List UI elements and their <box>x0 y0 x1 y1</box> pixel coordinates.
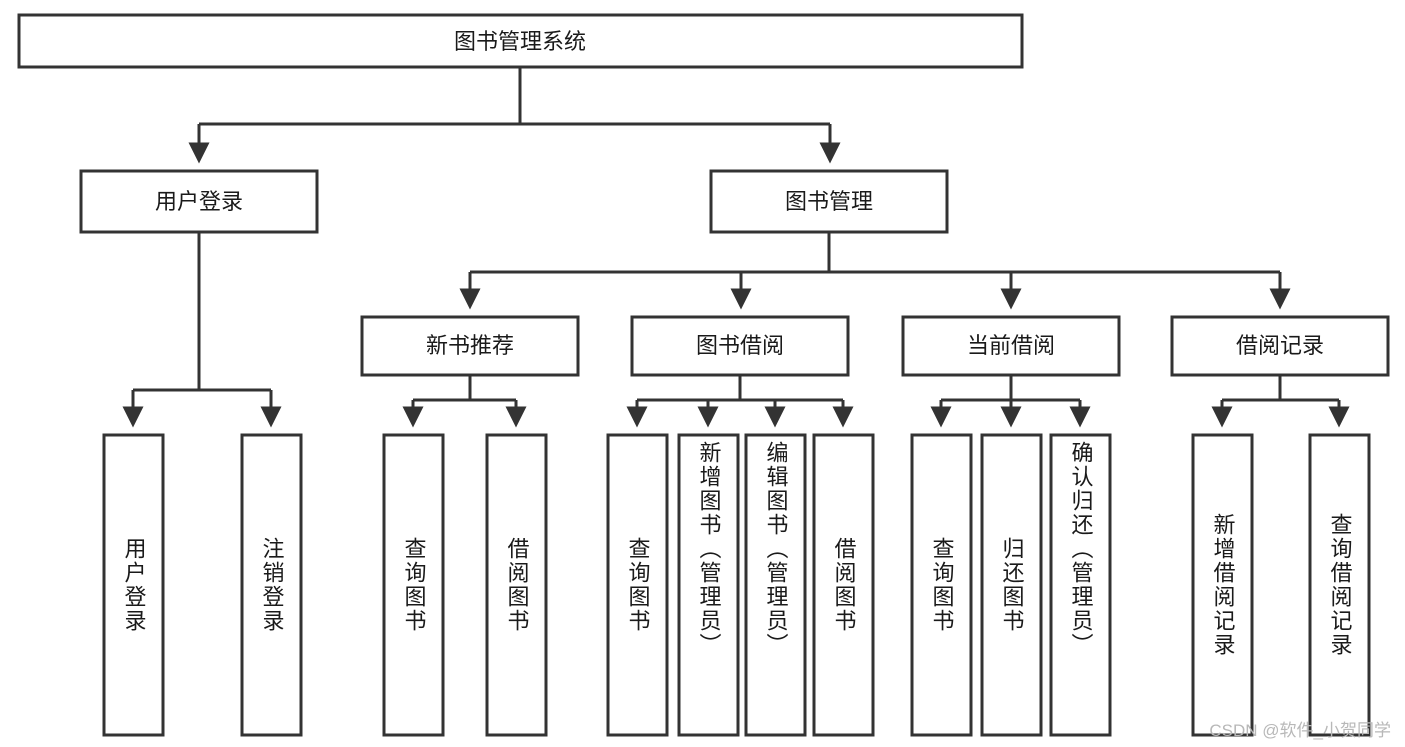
level1-label-0: 用户登录 <box>155 189 243 214</box>
node-user-login[interactable]: 用户登录 <box>79 169 319 234</box>
leaf-box-book-borrow-3[interactable] <box>812 433 875 737</box>
leaf-box-user-login-1[interactable] <box>240 433 303 737</box>
leaf-box-current-borrow-0[interactable] <box>910 433 973 737</box>
level1-label-1: 图书管理 <box>785 189 873 214</box>
root-box[interactable] <box>17 13 1024 69</box>
connector-newbook-to-leaves <box>402 375 527 428</box>
node-book-borrow[interactable]: 图书借阅 <box>630 315 850 377</box>
level2-label-1: 图书借阅 <box>696 333 784 358</box>
node-root[interactable]: 图书管理系统 <box>17 13 1024 69</box>
leaf-box-current-borrow-2[interactable] <box>1049 433 1112 737</box>
leaf-box-new-book-0[interactable] <box>382 433 445 737</box>
level2-box-0[interactable] <box>360 315 580 377</box>
connector-bookmgmt-to-level2 <box>459 232 1291 310</box>
level1-box-0[interactable] <box>79 169 319 234</box>
level2-label-0: 新书推荐 <box>426 333 514 358</box>
connector-bookborrow-to-leaves <box>626 375 854 428</box>
connector-currentborrow-to-leaves <box>930 375 1091 428</box>
node-borrow-record[interactable]: 借阅记录 <box>1170 315 1390 377</box>
level2-label-2: 当前借阅 <box>967 333 1055 358</box>
leaf-box-user-login-0[interactable] <box>102 433 165 737</box>
leaf-box-current-borrow-1[interactable] <box>980 433 1043 737</box>
node-book-management[interactable]: 图书管理 <box>709 169 949 234</box>
level2-label-3: 借阅记录 <box>1236 333 1324 358</box>
leaf-box-borrow-record-1[interactable] <box>1308 433 1371 737</box>
leaf-box-book-borrow-1[interactable] <box>677 433 740 737</box>
leaf-box-new-book-1[interactable] <box>485 433 548 737</box>
connector-root-to-level1 <box>188 67 841 164</box>
leaf-box-borrow-record-0[interactable] <box>1191 433 1254 737</box>
root-label: 图书管理系统 <box>454 29 586 54</box>
node-current-borrow[interactable]: 当前借阅 <box>901 315 1121 377</box>
connector-userlogin-to-leaves <box>122 232 282 428</box>
connector-borrowrecord-to-leaves <box>1211 375 1350 428</box>
leaf-box-book-borrow-0[interactable] <box>606 433 669 737</box>
level2-box-2[interactable] <box>901 315 1121 377</box>
leaf-box-book-borrow-2[interactable] <box>744 433 807 737</box>
node-new-book-recommend[interactable]: 新书推荐 <box>360 315 580 377</box>
